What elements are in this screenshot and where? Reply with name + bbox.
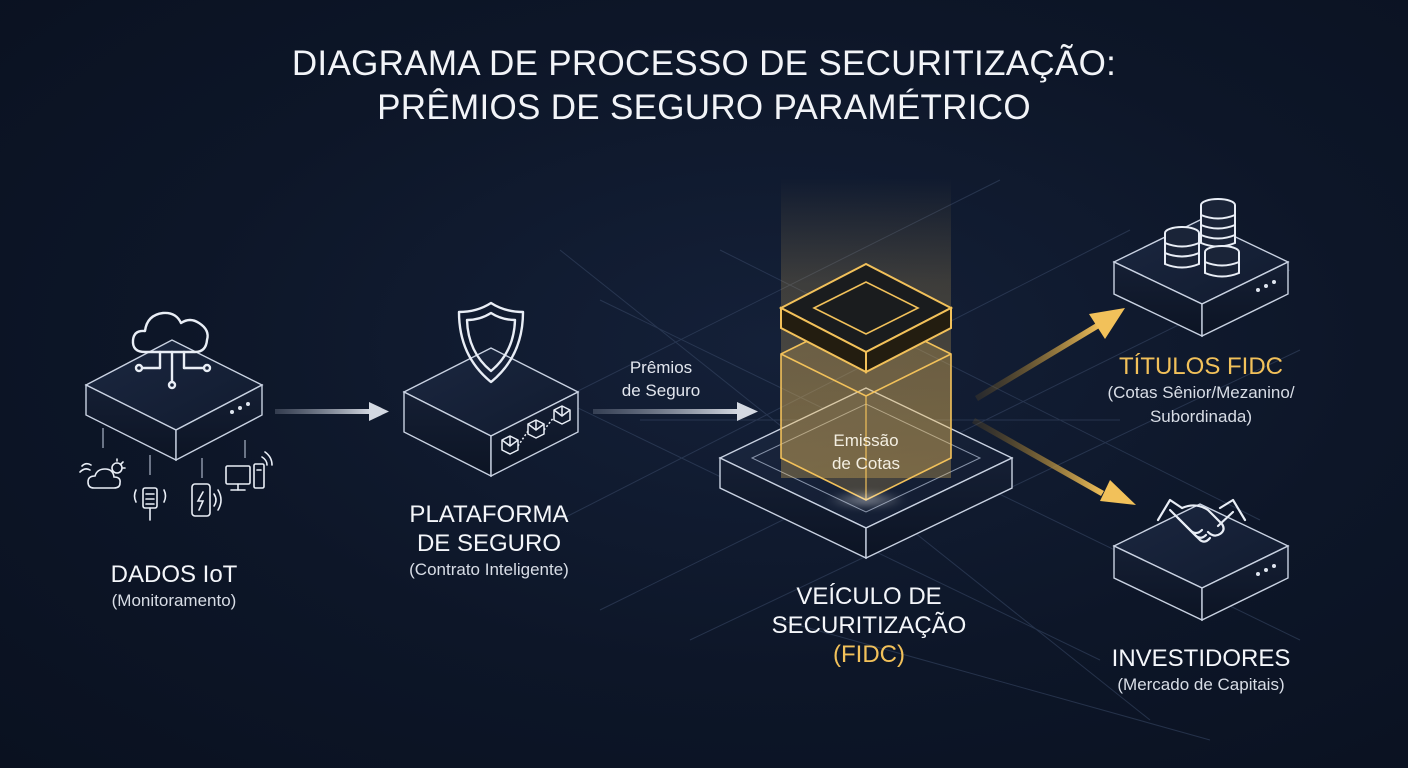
arrow-iot-to-platform — [275, 402, 389, 421]
premium-label-line-2: de Seguro — [621, 381, 701, 400]
iot-sub: (Monitoramento) — [111, 591, 237, 610]
premium-label-line-1: Prêmios — [629, 358, 693, 377]
vehicle-inner-line-2: de Cotas — [831, 454, 901, 473]
iot-device-links — [102, 428, 246, 478]
cloud-network-icon — [131, 311, 212, 390]
vehicle-name-line-3: (FIDC) — [833, 641, 905, 668]
arrow-vehicle-to-titles — [975, 308, 1125, 401]
coin-stacks-icon — [1164, 198, 1240, 278]
title-line-1: DIAGRAMA DE PROCESSO DE SECURITIZAÇÃO: — [291, 44, 1117, 83]
vehicle-label: VEÍCULO DE SECURITIZAÇÃO (FIDC) — [772, 582, 967, 669]
page-title: DIAGRAMA DE PROCESSO DE SECURITIZAÇÃO: P… — [0, 42, 1408, 130]
weather-icon — [79, 458, 126, 489]
vehicle-top-slab — [778, 262, 954, 374]
platform-name-line-1: PLATAFORMA — [409, 501, 569, 528]
titles-sub-line-2: Subordinada) — [1149, 407, 1253, 426]
investors-server-box — [1112, 503, 1290, 622]
platform-sub: (Contrato Inteligente) — [409, 560, 569, 579]
vehicle-name-line-2: SECURITIZAÇÃO — [771, 612, 967, 639]
iot-label: DADOS IoT (Monitoramento) — [111, 560, 238, 613]
investors-label: INVESTIDORES (Mercado de Capitais) — [1112, 644, 1291, 697]
vehicle-name-line-1: VEÍCULO DE — [796, 583, 942, 610]
vehicle-glow — [826, 492, 906, 508]
computer-icon — [225, 451, 273, 491]
arrow-platform-to-vehicle — [593, 402, 758, 421]
titles-sub-line-1: (Cotas Sênior/Mezanino/ — [1107, 383, 1295, 402]
blockchain-blocks-icon — [501, 405, 571, 455]
platform-server-box — [402, 347, 580, 478]
title-line-2: PRÊMIOS DE SEGURO PARAMÉTRICO — [377, 88, 1031, 127]
platform-name-line-2: DE SEGURO — [416, 530, 562, 557]
titles-name: TÍTULOS FIDC — [1118, 353, 1283, 380]
vehicle-inner-line-1: Emissão — [833, 431, 899, 450]
smartphone-icon — [191, 483, 222, 517]
iot-server-box — [84, 339, 264, 462]
investors-sub: (Mercado de Capitais) — [1117, 675, 1285, 694]
premium-edge-label: Prêmios de Seguro — [622, 356, 700, 402]
vehicle-inner-label: Emissão de Cotas — [832, 429, 900, 475]
investors-name: INVESTIDORES — [1111, 645, 1291, 672]
handshake-icon — [1156, 498, 1247, 543]
platform-label: PLATAFORMA DE SEGURO (Contrato Inteligen… — [409, 500, 569, 582]
sensor-icon — [133, 487, 167, 521]
iot-name: DADOS IoT — [110, 561, 238, 588]
arrow-vehicle-to-investors — [972, 418, 1136, 505]
shield-icon — [457, 301, 525, 384]
titles-label: TÍTULOS FIDC (Cotas Sênior/Mezanino/ Sub… — [1107, 352, 1294, 429]
titles-server-box — [1112, 219, 1290, 338]
